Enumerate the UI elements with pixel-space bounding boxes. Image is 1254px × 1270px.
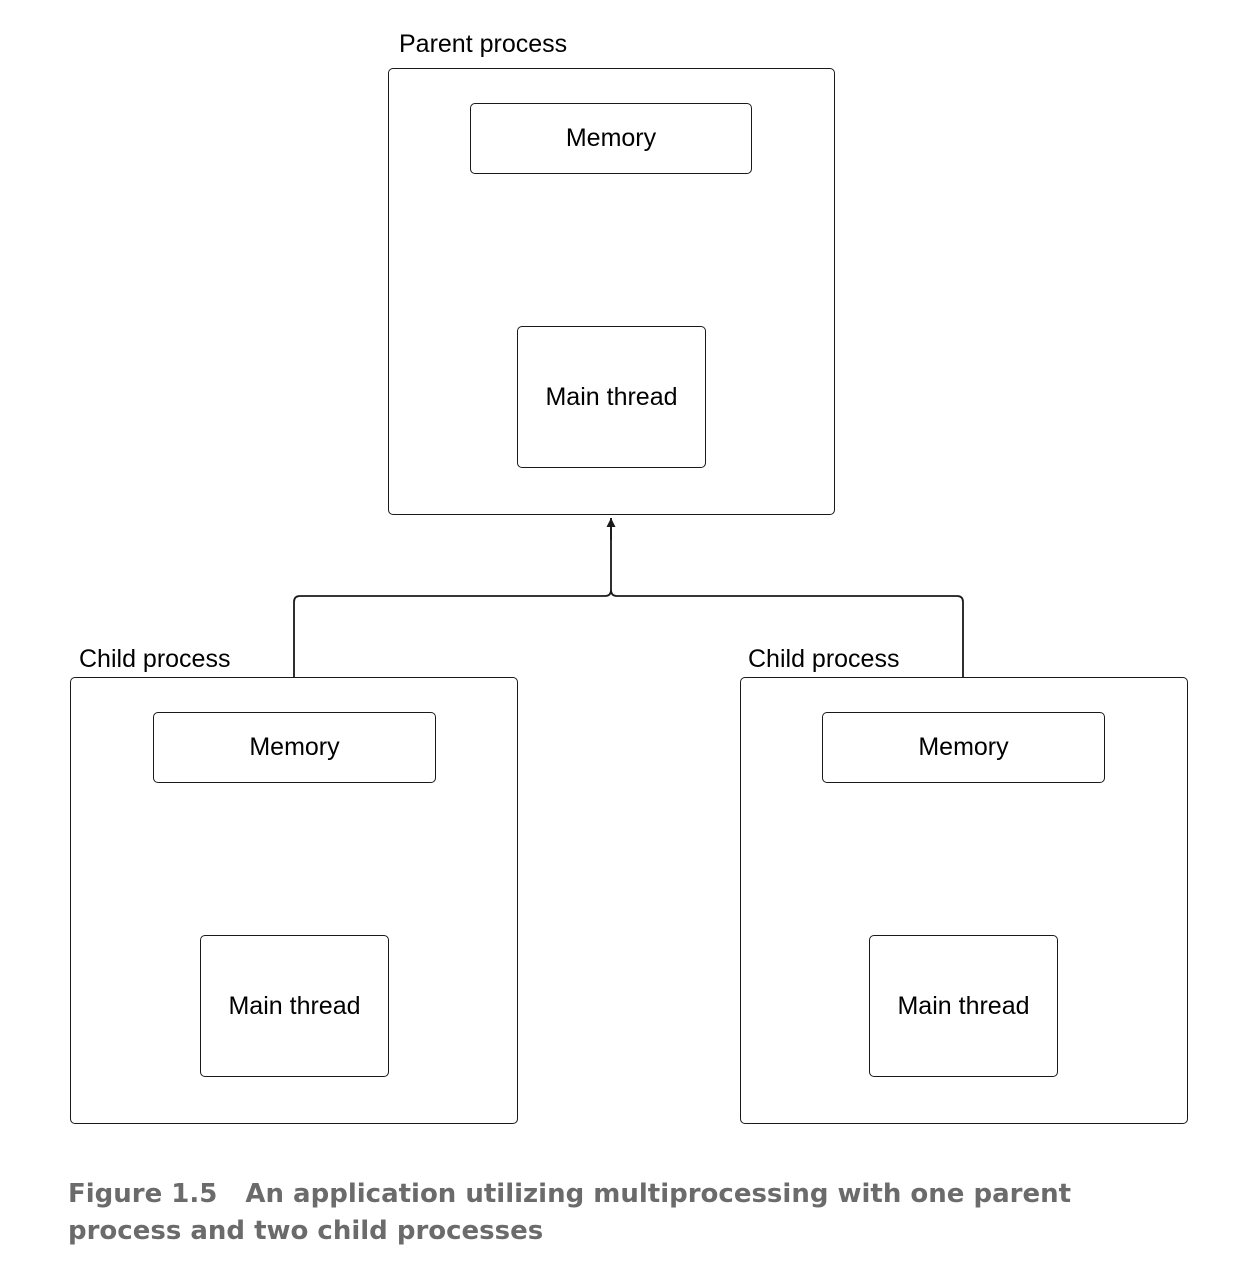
child2-process-title: Child process: [748, 645, 900, 673]
child-to-parent-connector: [293, 518, 964, 677]
child1-process-title: Child process: [79, 645, 231, 673]
child1-memory-box: Memory: [153, 712, 436, 783]
parent-process-title: Parent process: [399, 30, 568, 58]
child1-main-thread-box: Main thread: [200, 935, 389, 1077]
caption-text: An application utilizing multiprocessing…: [68, 1179, 1072, 1246]
parent-memory-box: Memory: [470, 103, 752, 174]
parent-main-thread-box: Main thread: [517, 326, 706, 468]
figure-number: Figure 1.5: [68, 1179, 218, 1209]
child2-main-thread-box: Main thread: [869, 935, 1058, 1077]
child2-memory-box: Memory: [822, 712, 1105, 783]
